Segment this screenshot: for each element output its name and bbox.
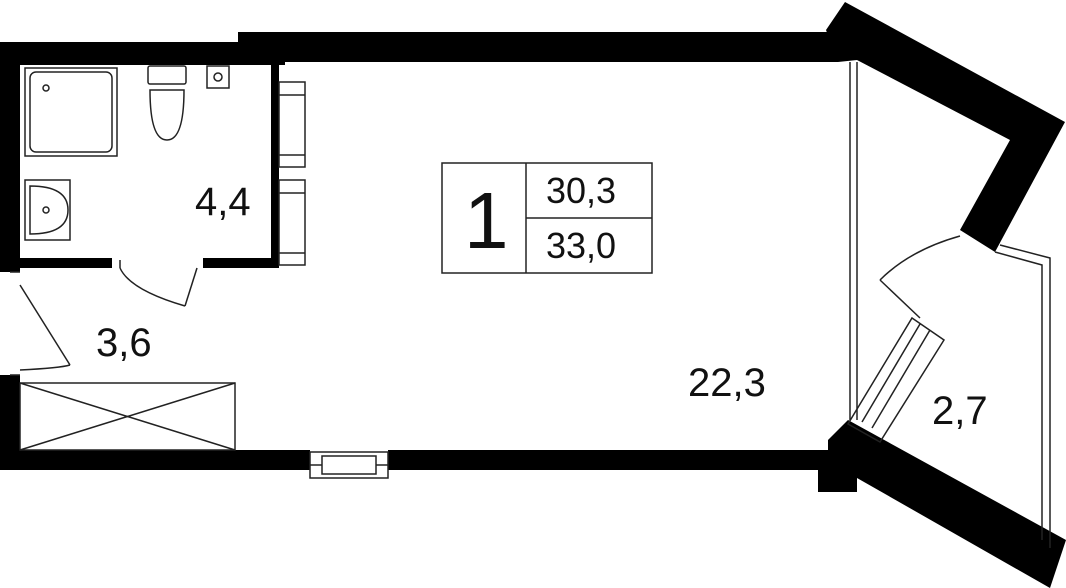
apartment-info-box: 1 30,3 33,0 (441, 162, 653, 274)
rooms-count: 1 (464, 176, 509, 265)
shower-tray (24, 67, 118, 157)
fixtures (24, 65, 230, 241)
area-label-bathroom: 4,4 (195, 180, 251, 224)
wall-details (10, 62, 1051, 548)
area-label-living-room: 22,3 (688, 361, 766, 405)
living-area-value: 30,3 (546, 170, 616, 211)
total-area-value: 33,0 (546, 225, 616, 266)
toilet-bowl (149, 89, 185, 141)
sink (24, 179, 71, 241)
area-label-hallway: 3,6 (96, 321, 152, 365)
toilet-tank (147, 65, 187, 85)
area-label-balcony: 2,7 (932, 389, 988, 433)
